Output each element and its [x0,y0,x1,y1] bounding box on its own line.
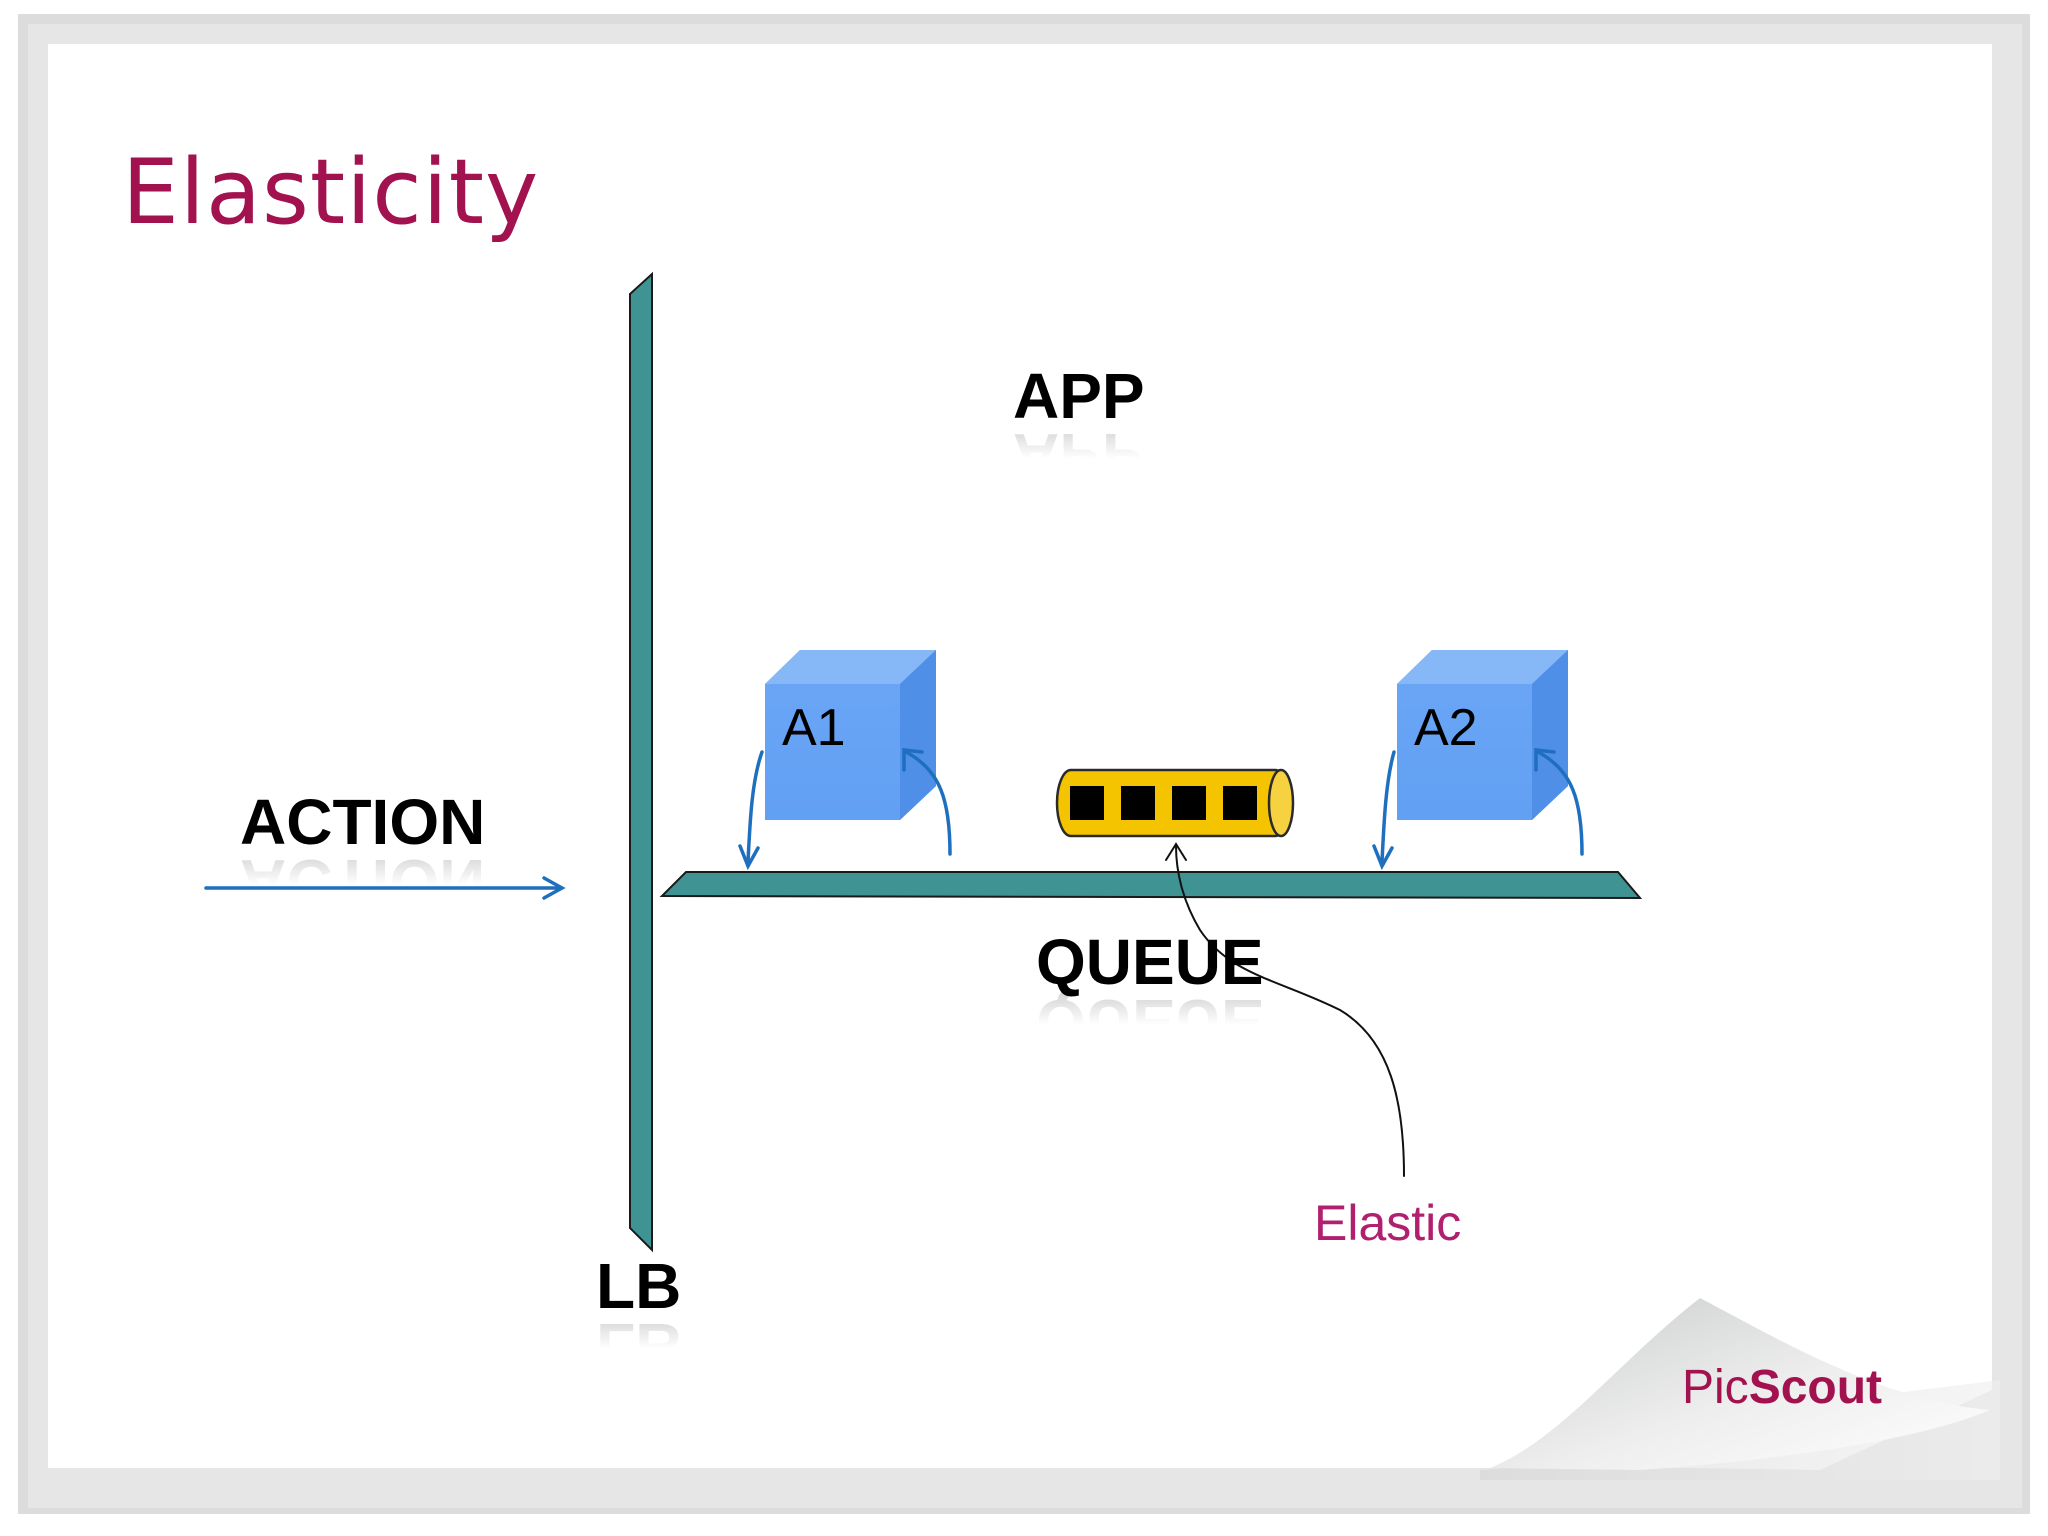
queue-item [1121,786,1155,820]
lb-bar [629,271,653,1253]
lb-label: LB [596,1250,682,1322]
elastic-label: Elastic [1314,1195,1462,1251]
queue-bar [659,871,1643,900]
page-curl [1490,1298,1990,1470]
slide-title: Elasticity [122,140,540,245]
cube-a1 [765,650,936,820]
queue-item [1223,786,1257,820]
brand-part2: Scout [1748,1361,1883,1414]
queue-label: QUEUE [1036,926,1264,998]
app-label-reflection: APP [1013,420,1145,492]
brand-part1: Pic [1682,1361,1749,1414]
elastic-pointer [1165,842,1405,1177]
queue-item [1070,786,1104,820]
action-label-reflection: ACTION [240,846,486,918]
brand-logo: PicScout [1682,1364,1882,1412]
queue-cylinder-icon [1055,768,1295,838]
app-label: APP [1013,360,1145,432]
action-label: ACTION [240,786,486,858]
cube-a2-label: A2 [1414,699,1478,757]
action-arrow [204,876,566,900]
cube-a2 [1397,650,1568,820]
a2-arrows [1372,748,1584,871]
cube-a1-label: A1 [782,699,846,757]
queue-label-reflection: QUEUE [1036,986,1264,1058]
queue-item [1172,786,1206,820]
lb-label-reflection: LB [596,1310,682,1382]
a1-arrows [738,748,952,871]
